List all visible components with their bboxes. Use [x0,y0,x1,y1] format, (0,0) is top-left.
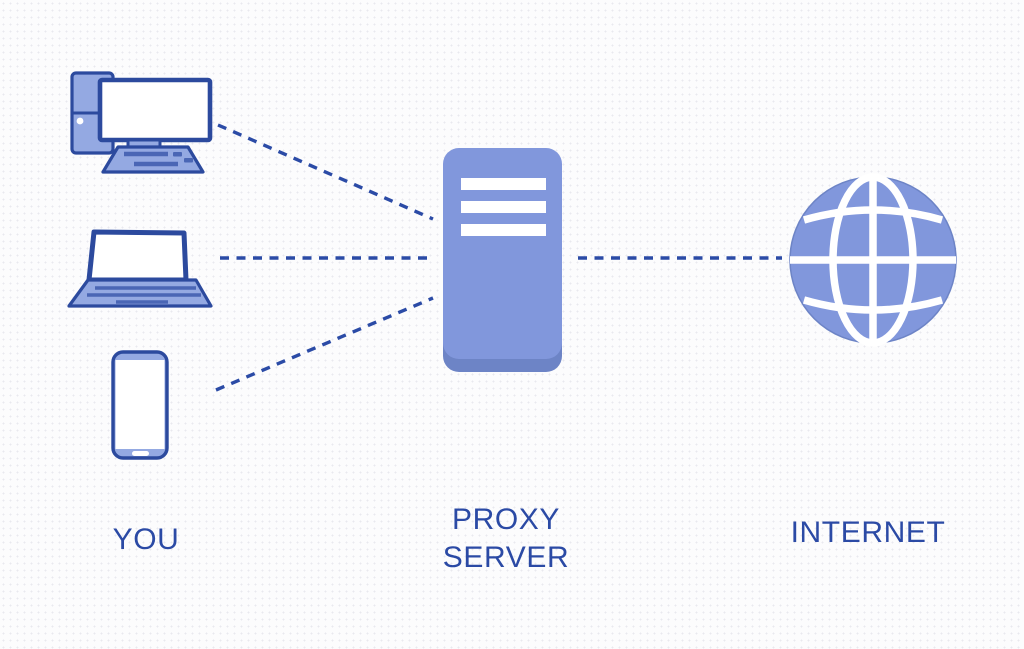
internet-label: INTERNET [790,516,946,549]
server-tower-icon [443,148,562,372]
you-label: YOU [112,523,180,556]
connection-phone-to-proxy [215,296,434,392]
server-slot [461,224,546,236]
smartphone-icon [111,350,169,460]
globe-icon [789,173,957,347]
server-slot [461,178,546,190]
server-slot [461,201,546,213]
laptop-icon [67,229,213,308]
proxy-server-label: PROXY SERVER [442,503,570,574]
desktop-computer-icon [70,71,213,174]
connection-desktop-to-proxy [217,123,434,221]
